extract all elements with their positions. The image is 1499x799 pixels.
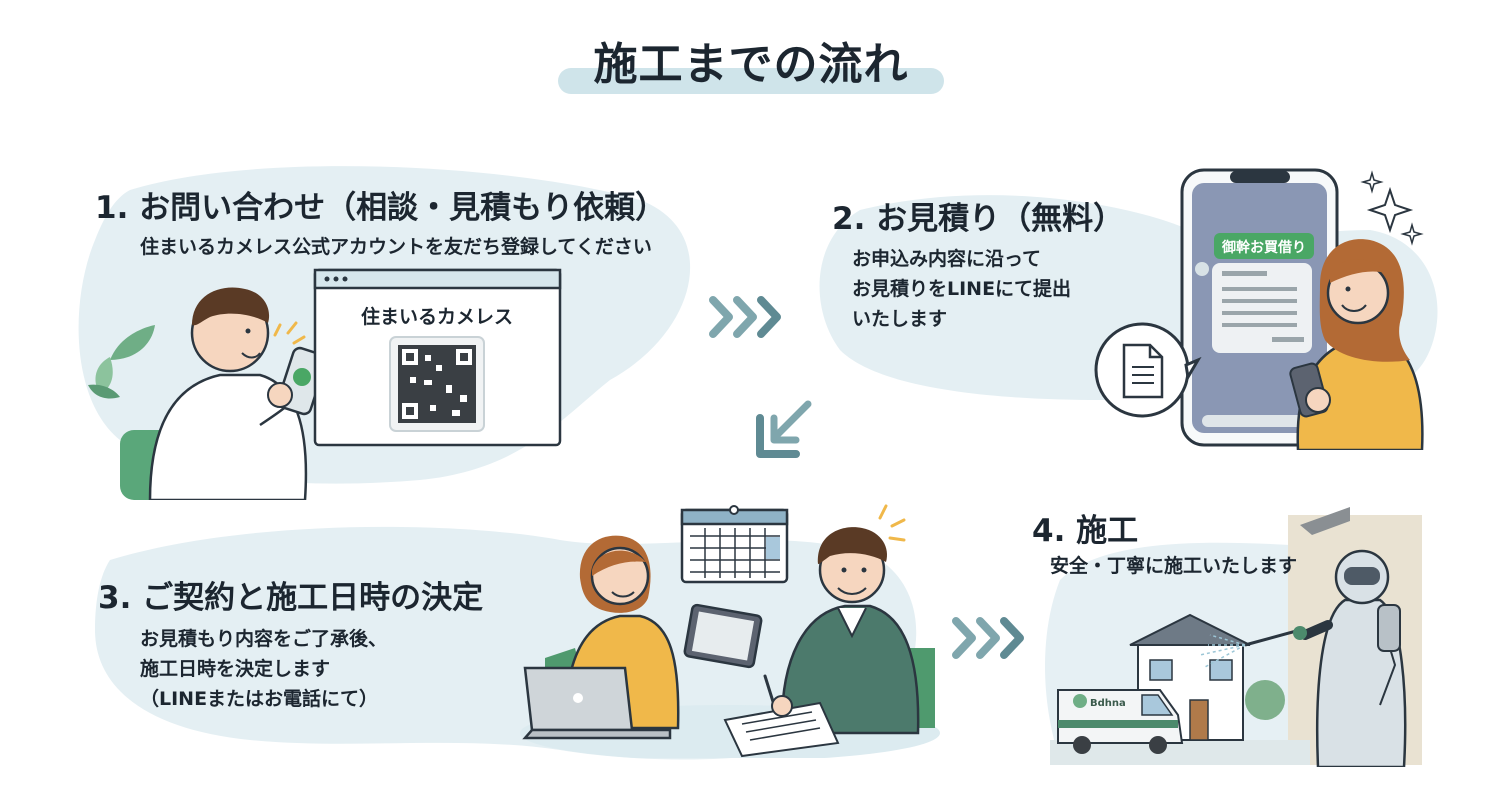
step2-description-line: お申込み内容に沿って: [852, 244, 1071, 274]
step2-title: 2. お見積り（無料）: [832, 193, 1124, 238]
step3-description: お見積もり内容をご了承後、 施工日時を決定します （LINEまたはお電話にて）: [140, 624, 387, 714]
step3-description-line: （LINEまたはお電話にて）: [140, 684, 387, 714]
line-app-icon: [293, 368, 311, 386]
step3-description-line: お見積もり内容をご了承後、: [140, 624, 387, 654]
step3-title: 3. ご契約と施工日時の決定: [98, 572, 483, 617]
sparkle-icon: [1363, 173, 1421, 243]
chevron-down-left-icon: [748, 396, 818, 466]
man-figure: [782, 527, 935, 733]
step4-description: 安全・丁寧に施工いたします: [1050, 551, 1297, 581]
leaf-icon: [88, 325, 155, 399]
tablet-icon: [684, 604, 762, 667]
step3-description-line: 施工日時を決定します: [140, 654, 387, 684]
step2-description: お申込み内容に沿って お見積りをLINEにて提出 いたします: [852, 244, 1071, 334]
chevron-right-icon: [705, 292, 795, 342]
page-title: 施工までの流れ: [558, 28, 944, 92]
step3-illustration: [520, 498, 940, 758]
calendar-icon: [682, 506, 787, 582]
van-logo-text: Bdhna: [1090, 698, 1126, 709]
step1-illustration: 住まいるカメレス: [80, 265, 580, 500]
chevron-right-icon: [948, 613, 1038, 663]
title-block: 施工までの流れ: [558, 28, 944, 94]
step2-description-line: お見積りをLINEにて提出: [852, 274, 1071, 304]
step2-illustration: 御幹お買借り: [1090, 165, 1435, 450]
step4-title: 4. 施工: [1032, 505, 1138, 550]
step1-title: 1. お問い合わせ（相談・見積もり依頼）: [95, 182, 666, 227]
browser-account-name: 住まいるカメレス: [361, 305, 513, 328]
qr-code-icon: [390, 337, 484, 431]
phone-header-label: 御幹お買借り: [1221, 239, 1306, 256]
step1-description: 住まいるカメレス公式アカウントを友だち登録してください: [140, 232, 652, 262]
step2-description-line: いたします: [852, 304, 1071, 334]
